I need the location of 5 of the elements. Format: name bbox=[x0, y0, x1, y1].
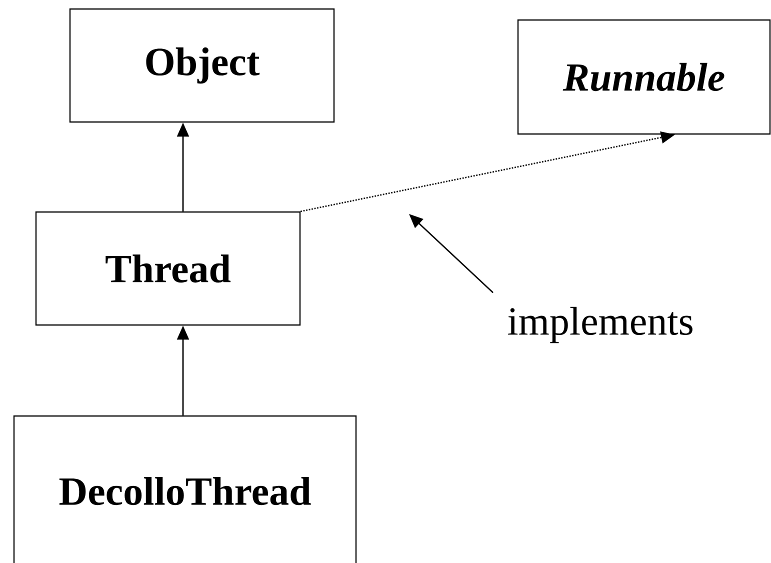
class-box: Object bbox=[69, 8, 335, 123]
class-box: DecolloThread bbox=[13, 415, 357, 563]
annotation-text: implements bbox=[508, 306, 692, 344]
class-box: Thread bbox=[35, 211, 301, 326]
class-box: Runnable bbox=[517, 19, 771, 135]
